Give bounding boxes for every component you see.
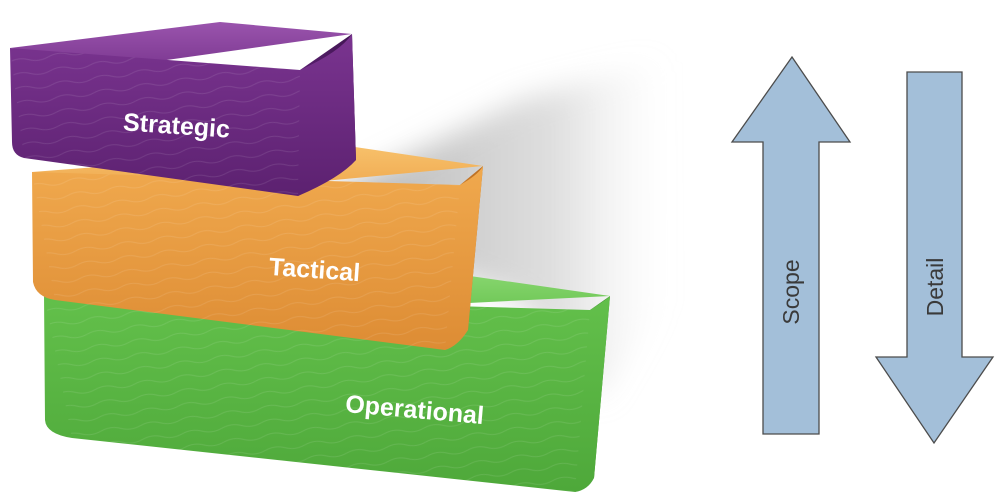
tactical-block <box>32 147 483 350</box>
detail-arrow-shape <box>874 71 995 445</box>
strategic-block <box>10 22 356 196</box>
tactical-label: Tactical <box>268 253 361 287</box>
scope-label: Scope <box>778 259 804 324</box>
detail-label: Detail <box>922 258 948 317</box>
scope-arrow: Scope <box>730 55 852 435</box>
strategic-block-top <box>10 22 352 64</box>
scope-arrow-shape <box>730 55 852 435</box>
detail-arrow: Detail <box>874 71 995 445</box>
